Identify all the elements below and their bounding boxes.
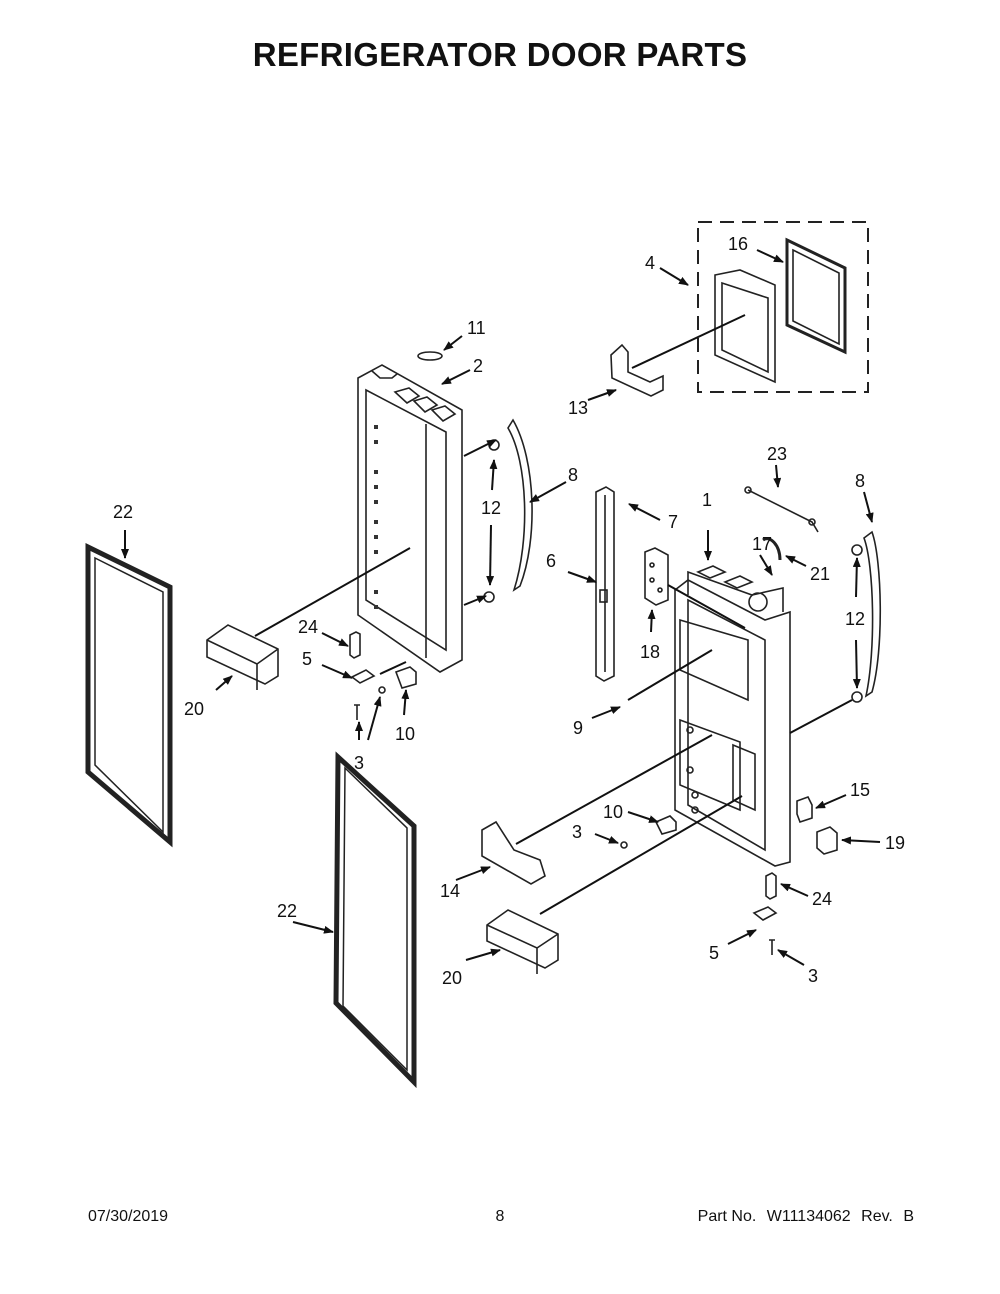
door-bin-assembly-part-4 bbox=[697, 221, 869, 393]
callout-14: 14 bbox=[440, 881, 460, 901]
footer-part-number: Part No. W11134062 Rev. B bbox=[698, 1208, 914, 1226]
part-no-value: W11134062 bbox=[766, 1208, 851, 1225]
callout-16: 16 bbox=[728, 234, 748, 254]
callout-15: 15 bbox=[850, 780, 870, 800]
callout-13: 13 bbox=[568, 398, 588, 418]
callout-24-left: 24 bbox=[298, 617, 318, 637]
callout-3-left: 3 bbox=[354, 753, 364, 773]
left-door-gasket-part bbox=[85, 542, 173, 848]
callout-4: 4 bbox=[645, 253, 655, 273]
callout-8-left: 8 bbox=[568, 465, 578, 485]
callout-9: 9 bbox=[573, 718, 583, 738]
door-bin-part-14 bbox=[481, 820, 546, 885]
rev-value: B bbox=[903, 1208, 914, 1225]
lower-door-gasket-part bbox=[333, 751, 417, 1089]
callout-7: 7 bbox=[668, 512, 678, 532]
callout-22-lower: 22 bbox=[277, 901, 297, 921]
water-tube-part bbox=[762, 537, 782, 561]
footer-page-number: 8 bbox=[495, 1208, 505, 1225]
control-board-part bbox=[644, 547, 669, 606]
right-door-handle-part bbox=[851, 530, 882, 703]
callout-19: 19 bbox=[885, 833, 905, 853]
callout-20-left: 20 bbox=[184, 699, 204, 719]
callout-2: 2 bbox=[473, 356, 483, 376]
callout-10-left: 10 bbox=[395, 724, 415, 744]
small-parts-right bbox=[620, 796, 838, 955]
callout-1: 1 bbox=[702, 490, 712, 510]
wire-harness-part bbox=[744, 486, 819, 533]
callout-6: 6 bbox=[546, 551, 556, 571]
callout-20-right: 20 bbox=[442, 968, 462, 988]
hinge-bar-part bbox=[595, 486, 615, 682]
callout-3-mid: 3 bbox=[572, 822, 582, 842]
right-door-assembly-part bbox=[674, 565, 791, 867]
rev-label: Rev. bbox=[861, 1208, 893, 1225]
callout-10-right: 10 bbox=[603, 802, 623, 822]
callout-22-left: 22 bbox=[113, 502, 133, 522]
left-door-liner-part bbox=[357, 364, 463, 673]
callout-3-right: 3 bbox=[808, 966, 818, 986]
callout-5-left: 5 bbox=[302, 649, 312, 669]
callout-12-right: 12 bbox=[845, 609, 865, 629]
callout-12-left: 12 bbox=[481, 498, 501, 518]
right-door-bin-part-20 bbox=[486, 909, 559, 974]
left-hinge-hardware bbox=[349, 631, 417, 720]
callout-24-right: 24 bbox=[812, 889, 832, 909]
left-door-bin-part bbox=[206, 624, 279, 690]
callout-18: 18 bbox=[640, 642, 660, 662]
callout-17: 17 bbox=[752, 534, 772, 554]
callout-23: 23 bbox=[767, 444, 787, 464]
callout-11: 11 bbox=[467, 318, 486, 338]
door-bin-part-13 bbox=[610, 343, 664, 397]
hinge-cap-part bbox=[417, 351, 443, 361]
callout-8-right: 8 bbox=[855, 471, 865, 491]
callout-5-right: 5 bbox=[709, 943, 719, 963]
page-title: REFRIGERATOR DOOR PARTS bbox=[252, 36, 748, 73]
part-no-label: Part No. bbox=[697, 1208, 757, 1225]
footer-date: 07/30/2019 bbox=[88, 1208, 169, 1225]
callout-21: 21 bbox=[810, 564, 830, 584]
